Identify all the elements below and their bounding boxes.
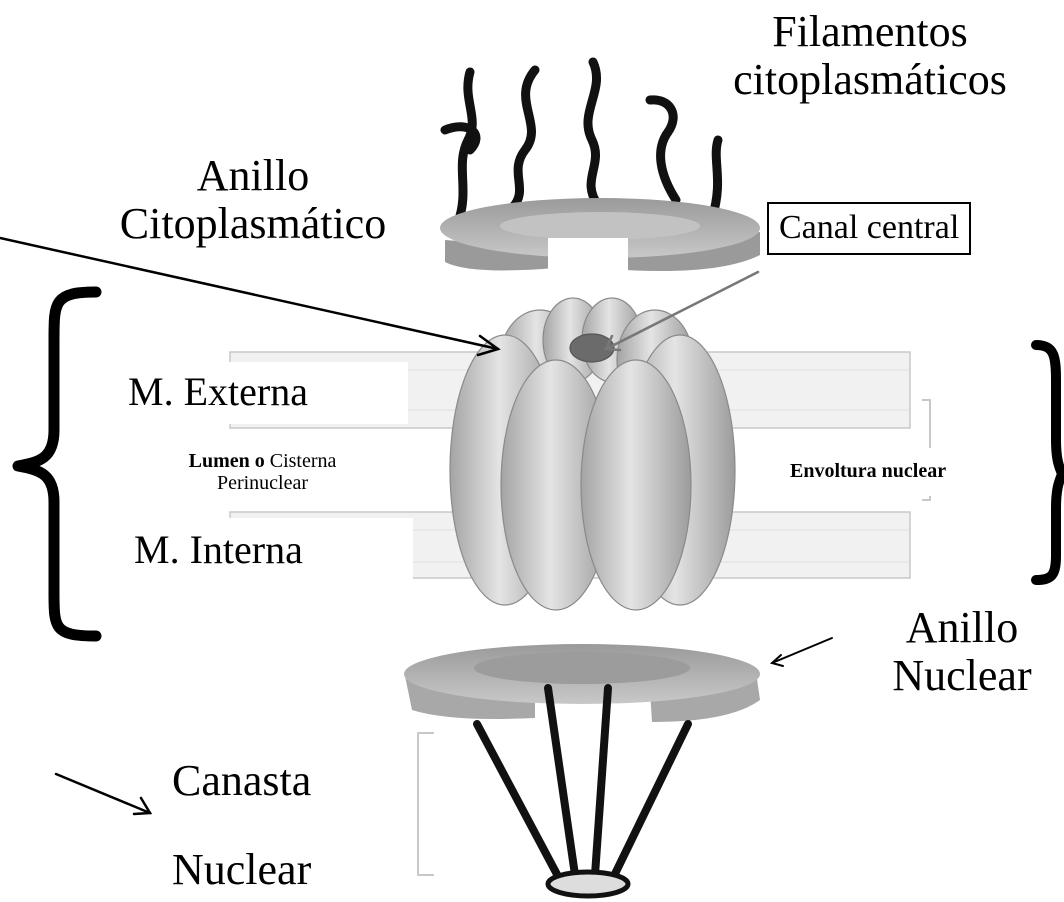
lumen-label: Lumen o Cisterna Perinuclear bbox=[155, 451, 370, 494]
cytoplasmic-ring bbox=[440, 198, 760, 272]
m-externa-label: M. Externa bbox=[128, 370, 308, 413]
m-interna-label: M. Interna bbox=[134, 528, 303, 571]
canal-central-label: Canal central bbox=[767, 202, 971, 255]
canasta-label: Canasta bbox=[172, 757, 311, 805]
anillo-nuclear-label: Anillo Nuclear bbox=[862, 604, 1062, 699]
cytoplasmic-filaments bbox=[445, 62, 718, 222]
canasta-nuclear-label: Nuclear bbox=[172, 846, 311, 894]
nuclear-ring bbox=[404, 644, 760, 722]
left-brace bbox=[18, 292, 96, 636]
filamentos-citoplasmaticos-label: Filamentos citoplasmáticos bbox=[700, 8, 1040, 103]
anillo-citoplasmatico-label: Anillo Citoplasmático bbox=[88, 152, 418, 247]
envoltura-nuclear-label: Envoltura nuclear bbox=[790, 461, 946, 483]
